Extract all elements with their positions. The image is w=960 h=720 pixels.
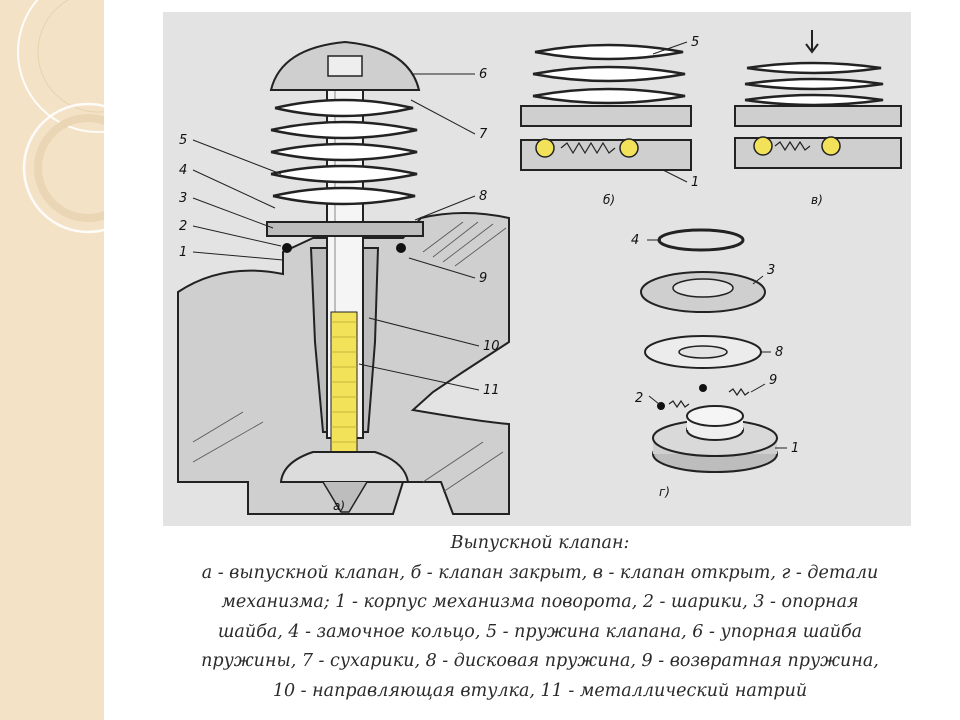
label-a-11: 11: [483, 383, 500, 398]
label-b-1: 1: [691, 175, 699, 190]
decorative-circles: [17, 0, 104, 234]
label-d-4: 4: [631, 233, 639, 248]
figure-caption: Выпускной клапан: а - выпускной клапан, …: [120, 529, 960, 706]
sublabel-d: г): [659, 485, 670, 499]
caption-line: механизма; 1 - корпус механизма поворота…: [221, 592, 859, 612]
panel-c-open: в): [734, 30, 902, 207]
caption-line: 10 - направляющая втулка, 11 - металличе…: [272, 680, 808, 701]
panel-b-closed: 5 1 б): [520, 35, 699, 207]
label-a-10: 10: [483, 339, 500, 354]
label-a-8: 8: [479, 189, 487, 204]
sublabel-b: б): [603, 193, 615, 207]
caption-line: шайба, 4 - замочное кольцо, 5 - пружина …: [217, 621, 863, 642]
label-a-3: 3: [179, 191, 187, 206]
label-a-4: 4: [179, 163, 187, 178]
panel-a-valve-section: 5 4 3 2 1 6 7 8 9 10 11 а): [177, 40, 510, 515]
caption-title: Выпускной клапан:: [450, 533, 630, 553]
label-a-6: 6: [479, 67, 487, 82]
label-d-2: 2: [635, 391, 643, 406]
panel-d-parts: 4 3 8 9 2 1 г): [631, 228, 799, 499]
label-a-7: 7: [479, 127, 488, 142]
caption-line: а - выпускной клапан, б - клапан закрыт,…: [201, 562, 879, 583]
label-d-3: 3: [767, 263, 775, 278]
label-d-9: 9: [769, 373, 777, 388]
label-a-5: 5: [179, 133, 187, 148]
sublabel-a: а): [333, 499, 345, 513]
sublabel-c: в): [811, 193, 823, 207]
label-a-1: 1: [179, 245, 187, 260]
label-a-9: 9: [479, 271, 487, 286]
caption-line: пружины, 7 - сухарики, 8 - дисковая пруж…: [201, 651, 879, 671]
valve-illustration: 5 4 3 2 1 6 7 8 9 10 11 а): [163, 12, 911, 526]
label-d-1: 1: [791, 441, 799, 456]
label-b-5: 5: [691, 35, 699, 50]
label-a-2: 2: [179, 219, 187, 234]
label-d-8: 8: [775, 345, 783, 360]
decorative-sidebar: [0, 0, 104, 720]
